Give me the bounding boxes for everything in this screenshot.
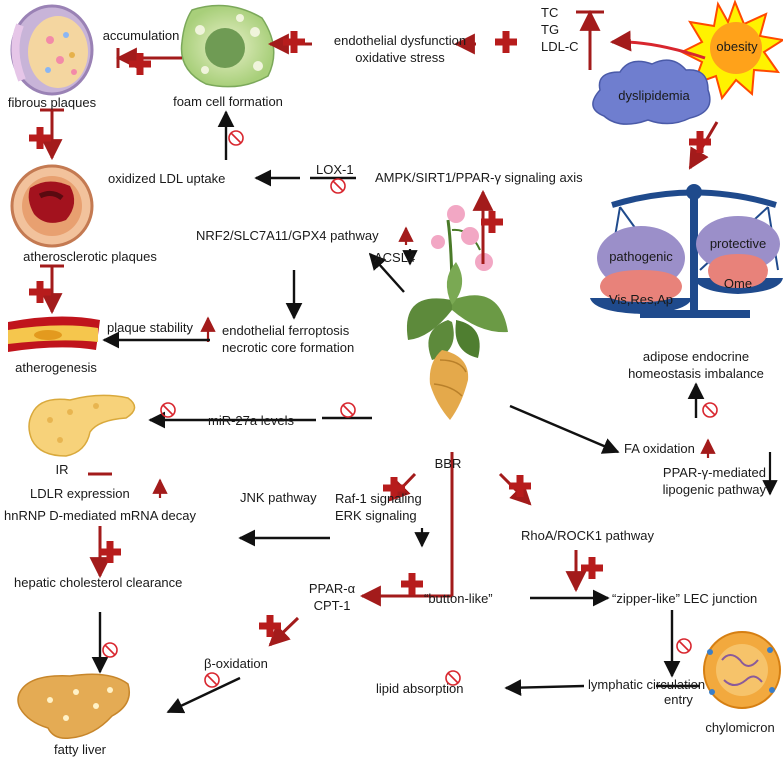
hepatic-clearance-label: hepatic cholesterol clearance xyxy=(14,575,183,590)
raf1-erk-label: Raf-1 signaling ERK signaling xyxy=(335,490,422,524)
lipid-absorption-label: lipid absorption xyxy=(376,681,464,696)
black-arrows xyxy=(91,110,705,714)
accumulation-label: accumulation xyxy=(102,28,180,43)
chylomicron-label: chylomicron xyxy=(705,720,775,735)
endothelial-ferroptosis-text: endothelial ferroptosis xyxy=(222,323,350,338)
obesity-label: obesity xyxy=(716,39,758,54)
protective-label: protective xyxy=(709,236,767,251)
atherosclerotic-plaques-label: atherosclerotic plaques xyxy=(23,249,157,264)
beta-oxidation-label: β-oxidation xyxy=(204,656,268,671)
pancreas-illustration xyxy=(28,394,136,457)
ppar-alpha-cpt1-label: PPAR-α CPT-1 xyxy=(309,580,355,614)
necrotic-core-text: necrotic core formation xyxy=(222,340,355,355)
ome-label: Ome xyxy=(723,276,753,291)
entry-label: entry xyxy=(664,692,693,707)
oxidized-ldl-uptake-label: oxidized LDL uptake xyxy=(108,171,226,186)
change-indicators xyxy=(152,226,778,548)
cpt1-text: CPT-1 xyxy=(313,598,351,613)
button-like-label: “button-like” xyxy=(424,591,493,606)
fatty-liver-label: fatty liver xyxy=(53,742,107,757)
rhoa-pathway-label: RhoA/ROCK1 pathway xyxy=(521,528,654,543)
tc-text: TC xyxy=(541,5,559,20)
dyslipidemia-cloud xyxy=(592,59,711,125)
hnrnp-decay-label: hnRNP D-mediated mRNA decay xyxy=(4,508,196,523)
nrf2-pathway-label: NRF2/SLC7A11/GPX4 pathway xyxy=(196,228,379,243)
lymphatic-circulation-label: lymphatic circulation xyxy=(588,677,706,692)
endothelial-dysfunction-text: endothelial dysfunction xyxy=(333,33,467,48)
fibrous-plaque-illustration xyxy=(10,4,94,96)
ppar-lipogenic-text-1: PPAR-γ-mediated xyxy=(662,465,766,480)
inhibition-bars xyxy=(40,10,604,476)
pathogenic-label: pathogenic xyxy=(609,249,673,264)
atherogenesis-vessel-illustration xyxy=(8,316,100,352)
plaque-stability-label: plaque stability xyxy=(107,320,193,335)
acsl4-label: ACSL4 xyxy=(374,250,416,265)
oxidative-stress-text: oxidative stress xyxy=(355,50,445,65)
vis-res-ap-label: Vis,Res,Ap xyxy=(608,292,674,307)
ldlr-expression-label: LDLR expression xyxy=(30,486,130,501)
endothelial-ferroptosis-label: endothelial ferroptosis necrotic core fo… xyxy=(222,322,354,356)
ppar-lipogenic-text-2: lipogenic pathway xyxy=(662,482,766,497)
erk-signaling-text: ERK signaling xyxy=(335,508,417,523)
adipose-imbalance-text-2: homeostasis imbalance xyxy=(628,366,764,381)
lipid-levels-label: TC TG LDL-C xyxy=(541,4,579,55)
tg-text: TG xyxy=(541,22,560,37)
obesity-to-lipids-arrow xyxy=(609,30,706,60)
endothelial-dysfunction-label: endothelial dysfunction oxidative stress xyxy=(334,32,466,66)
ir-label: IR xyxy=(55,462,69,477)
adipose-imbalance-text-1: adipose endocrine xyxy=(642,349,750,364)
fa-oxidation-label: FA oxidation xyxy=(624,441,695,456)
fatty-liver-illustration xyxy=(17,673,130,740)
bbr-plant-illustration xyxy=(406,205,508,420)
foam-cell-formation-label: foam cell formation xyxy=(173,94,283,109)
dyslipidemia-label: dyslipidemia xyxy=(618,88,690,103)
jnk-pathway-label: JNK pathway xyxy=(240,490,317,505)
fibrous-plaques-label: fibrous plaques xyxy=(7,95,97,110)
ppar-alpha-text: PPAR-α xyxy=(308,581,356,596)
ppar-lipogenic-label: PPAR-γ-mediated lipogenic pathway xyxy=(622,464,766,498)
atherosclerotic-plaque-illustration xyxy=(10,164,94,248)
raf1-signaling-text: Raf-1 signaling xyxy=(335,491,422,506)
atherogenesis-label: atherogenesis xyxy=(15,360,97,375)
chylomicron-illustration xyxy=(703,631,781,709)
balance-scale-illustration xyxy=(590,184,783,318)
ampk-axis-label: AMPK/SIRT1/PPAR-γ signaling axis xyxy=(375,170,583,185)
bbr-label: BBR xyxy=(434,456,462,471)
zipper-like-label: “zipper-like” LEC junction xyxy=(612,591,758,606)
mir27a-label: miR-27a levels xyxy=(208,413,294,428)
ldl-c-text: LDL-C xyxy=(541,39,579,54)
lox1-label: LOX-1 xyxy=(316,162,354,177)
adipose-imbalance-label: adipose endocrine homeostasis imbalance xyxy=(628,348,764,382)
obesity-burst-illustration xyxy=(679,0,783,101)
foam-cell-illustration xyxy=(180,4,275,88)
